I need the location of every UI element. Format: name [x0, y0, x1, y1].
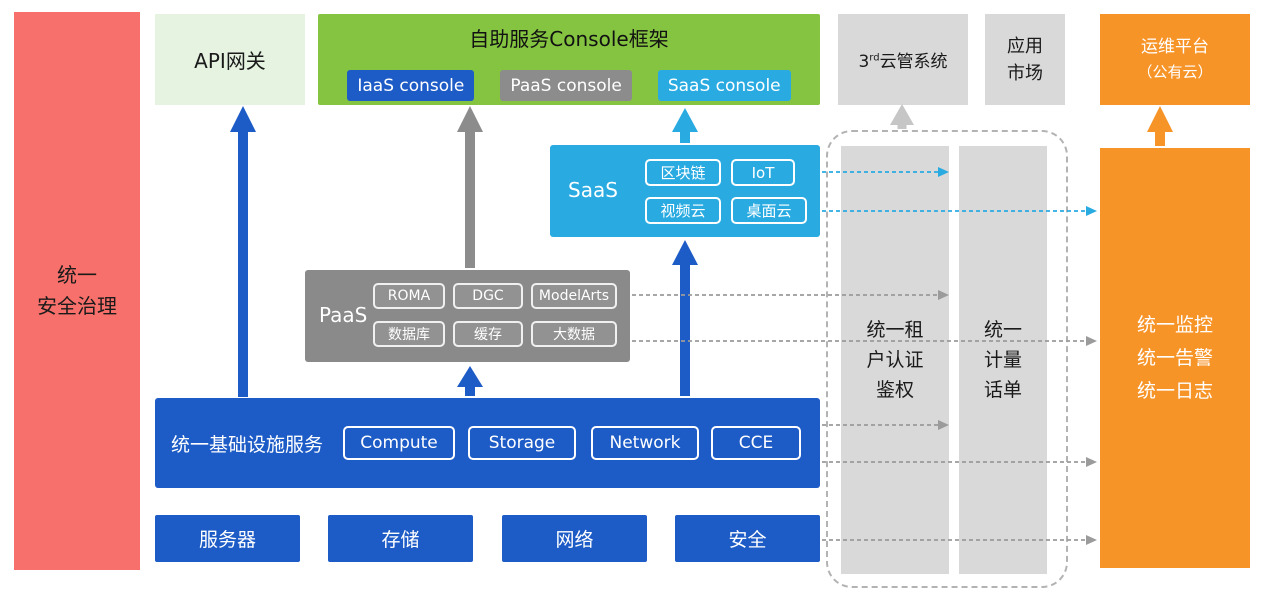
paas-console-chip: PaaS console	[500, 70, 632, 101]
third-party-cloud-box: 3rd云管系统	[838, 14, 968, 105]
iaas-item-network: Network	[591, 426, 699, 460]
saas-layer-box: SaaS 区块链 IoT 视频云 桌面云	[550, 145, 820, 237]
security-governance-label: 统一 安全治理	[37, 263, 117, 318]
saas-layer-label: SaaS	[568, 178, 618, 202]
api-gateway-label: API网关	[194, 49, 266, 73]
iaas-item-compute: Compute	[343, 426, 455, 460]
app-market-label: 应用 市场	[1007, 35, 1043, 84]
saas-item-blockchain: 区块链	[645, 159, 721, 186]
tenant-services-frame	[826, 130, 1068, 588]
tenant-auth-label: 统一租 户认证 鉴权	[866, 319, 924, 401]
paas-layer-label: PaaS	[319, 303, 368, 327]
security-governance-bar: 统一 安全治理	[14, 12, 140, 570]
console-row: IaaS console PaaS console SaaS console	[318, 70, 820, 101]
app-market-box: 应用 市场	[985, 14, 1065, 105]
saas-console-chip: SaaS console	[657, 70, 791, 101]
arrow-monitoring-to-ops	[1147, 106, 1173, 146]
iaas-console-chip: IaaS console	[347, 70, 475, 101]
arrow-paas-to-console	[457, 106, 483, 268]
arrow-iaas-to-saas	[672, 240, 698, 396]
arrow-iaas-to-paas	[457, 366, 483, 396]
paas-item-cache: 缓存	[453, 321, 523, 347]
console-framework-title: 自助服务Console框架	[469, 27, 669, 51]
metering-label: 统一 计量 话单	[983, 319, 1022, 401]
iaas-layer-label: 统一基础设施服务	[171, 434, 324, 456]
saas-item-desktop-cloud: 桌面云	[731, 197, 807, 224]
paas-item-roma: ROMA	[373, 283, 445, 309]
arrow-saas-to-console	[672, 108, 698, 143]
api-gateway-box: API网关	[155, 14, 305, 105]
tenant-auth-bar: 统一租 户认证 鉴权	[841, 146, 949, 574]
paas-item-database: 数据库	[373, 321, 445, 347]
metering-bar: 统一 计量 话单	[959, 146, 1047, 574]
third-party-cloud-label: 3rd云管系统	[858, 52, 948, 72]
infra-box-storage: 存储	[328, 515, 473, 562]
infra-box-network: 网络	[502, 515, 647, 562]
paas-item-dgc: DGC	[453, 283, 523, 309]
iaas-layer-box: 统一基础设施服务 Compute Storage Network CCE	[155, 398, 820, 488]
monitoring-label: 统一监控 统一告警 统一日志	[1136, 313, 1213, 402]
iaas-item-cce: CCE	[711, 426, 801, 460]
paas-layer-box: PaaS ROMA DGC ModelArts 数据库 缓存 大数据	[305, 270, 630, 362]
paas-item-bigdata: 大数据	[531, 321, 617, 347]
ops-platform-box: 运维平台 （公有云）	[1100, 14, 1250, 105]
saas-item-video-cloud: 视频云	[645, 197, 721, 224]
saas-item-iot: IoT	[731, 159, 795, 186]
paas-item-modelarts: ModelArts	[531, 283, 617, 309]
ops-platform-label: 运维平台 （公有云）	[1137, 36, 1213, 81]
infra-box-security: 安全	[675, 515, 820, 562]
infra-box-server: 服务器	[155, 515, 300, 562]
arrow-frame-to-third-party	[890, 104, 914, 129]
arrow-iaas-to-api-gateway	[230, 106, 256, 397]
iaas-item-storage: Storage	[468, 426, 576, 460]
monitoring-panel: 统一监控 统一告警 统一日志	[1100, 148, 1250, 568]
console-framework-box: 自助服务Console框架 IaaS console PaaS console …	[318, 14, 820, 105]
